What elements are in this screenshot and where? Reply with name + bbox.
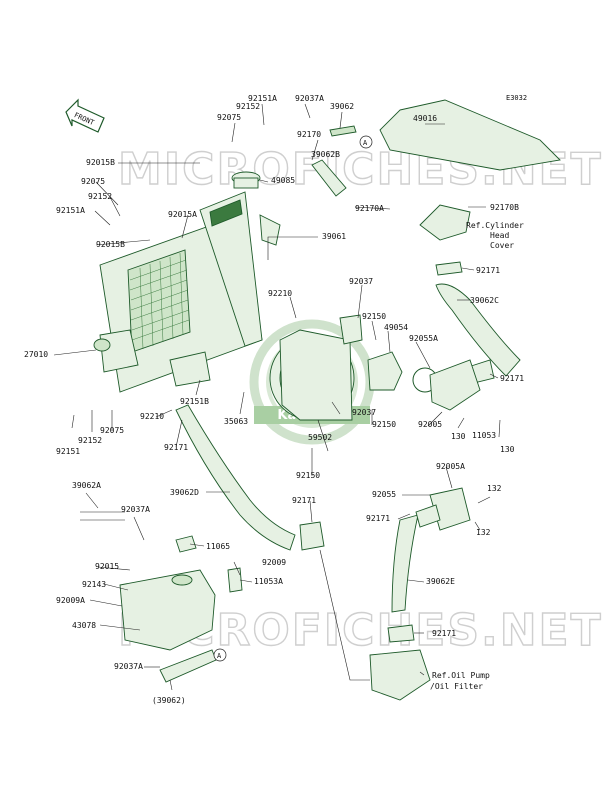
label-92037-mid: 92037 bbox=[352, 408, 376, 417]
radiator bbox=[93, 191, 263, 393]
label-92055: 92055 bbox=[372, 490, 396, 499]
label-11065: 11065 bbox=[206, 542, 230, 551]
ref-oil-pump-line1: Ref.Oil Pump bbox=[432, 671, 490, 680]
label-92037: 92037 bbox=[349, 277, 373, 286]
label-92075-bottom: 92075 bbox=[100, 426, 124, 435]
label-92171-c: 92171 bbox=[164, 443, 188, 452]
label-27010: 27010 bbox=[24, 350, 48, 359]
label-130-b: 130 bbox=[500, 445, 515, 454]
label-92151A-top: 92151A bbox=[248, 94, 277, 103]
label-92152-bottom: 92152 bbox=[78, 436, 102, 445]
label-92171-a: 92171 bbox=[476, 266, 500, 275]
label-92171-f: 92171 bbox=[432, 629, 456, 638]
label-35063: 35063 bbox=[224, 417, 248, 426]
diagram-code: E3032 bbox=[506, 94, 527, 102]
label-92005A: 92005A bbox=[436, 462, 465, 471]
label-39062D: 39062D bbox=[170, 488, 199, 497]
ref-oil-pump-line2: /Oil Filter bbox=[430, 682, 483, 691]
label-132-a: 132 bbox=[487, 484, 502, 493]
label-92009: 92009 bbox=[262, 558, 286, 567]
label-92075-left: 92075 bbox=[81, 177, 105, 186]
label-39061: 39061 bbox=[322, 232, 346, 241]
label-59502: 59502 bbox=[308, 433, 332, 442]
label-92170A: 92170A bbox=[355, 204, 384, 213]
label-92170: 92170 bbox=[297, 130, 321, 139]
ref-cylinder-line3: Cover bbox=[490, 241, 514, 250]
part-labels: 92151A 92037A 92152 39062 49016 92075 92… bbox=[24, 94, 524, 705]
label-39062A: 39062A bbox=[72, 481, 101, 490]
label-92170B: 92170B bbox=[490, 203, 519, 212]
label-130-a: 130 bbox=[451, 432, 466, 441]
ref-cylinder-head-cover: Ref.Cylinder Head Cover bbox=[466, 221, 524, 250]
label-39062B: 39062B bbox=[311, 150, 340, 159]
label-39062E: 39062E bbox=[426, 577, 455, 586]
thermostat-housing bbox=[367, 351, 481, 531]
front-arrow-icon: FRONT bbox=[65, 98, 105, 133]
label-92005: 92005 bbox=[418, 420, 442, 429]
label-92210-top: 92210 bbox=[268, 289, 292, 298]
ref-cylinder-line2: Head bbox=[490, 231, 509, 240]
callout-a-top: A bbox=[363, 139, 368, 147]
label-49085: 49085 bbox=[271, 176, 295, 185]
label-11053A: 11053A bbox=[254, 577, 283, 586]
label-39062C: 39062C bbox=[470, 296, 499, 305]
cooling-fan bbox=[269, 314, 363, 421]
label-132-b: 132 bbox=[476, 528, 491, 537]
label-92015B-left: 92015B bbox=[96, 240, 125, 249]
label-43078: 43078 bbox=[72, 621, 96, 630]
label-92151: 92151 bbox=[56, 447, 80, 456]
label-92171-d: 92171 bbox=[292, 496, 316, 505]
label-92171-e: 92171 bbox=[366, 514, 390, 523]
ref-cylinder-line1: Ref.Cylinder bbox=[466, 221, 524, 230]
label-92151B: 92151B bbox=[180, 397, 209, 406]
label-92055A: 92055A bbox=[409, 334, 438, 343]
label-92152-left: 92152 bbox=[88, 192, 112, 201]
callout-a-bottom: A bbox=[217, 652, 222, 660]
label-92037A-bottom: 92037A bbox=[114, 662, 143, 671]
label-49054: 49054 bbox=[384, 323, 408, 332]
label-92150-b: 92150 bbox=[372, 420, 396, 429]
ref-oil-pump: Ref.Oil Pump /Oil Filter bbox=[430, 671, 490, 691]
label-92037A-mid: 92037A bbox=[121, 505, 150, 514]
label-92015B-top: 92015B bbox=[86, 158, 115, 167]
hoses-lower bbox=[80, 404, 441, 701]
label-39062-bottom: (39062) bbox=[152, 696, 186, 705]
label-92150-a: 92150 bbox=[362, 312, 386, 321]
label-92171-b: 92171 bbox=[500, 374, 524, 383]
label-11053: 11053 bbox=[472, 431, 496, 440]
label-92152-top: 92152 bbox=[236, 102, 260, 111]
label-92210-bottom: 92210 bbox=[140, 412, 164, 421]
label-92009A: 92009A bbox=[56, 596, 85, 605]
label-92150-c: 92150 bbox=[296, 471, 320, 480]
label-92037A-top: 92037A bbox=[295, 94, 324, 103]
label-92015: 92015 bbox=[95, 562, 119, 571]
reservoir-tank: A bbox=[119, 535, 243, 683]
radiator-cap bbox=[231, 171, 281, 246]
label-49016: 49016 bbox=[413, 114, 437, 123]
label-39062-top: 39062 bbox=[330, 102, 354, 111]
label-92015A: 92015A bbox=[168, 210, 197, 219]
leader-lines bbox=[53, 103, 501, 691]
label-92143: 92143 bbox=[82, 580, 106, 589]
label-92151A-left: 92151A bbox=[56, 206, 85, 215]
label-92075-top: 92075 bbox=[217, 113, 241, 122]
